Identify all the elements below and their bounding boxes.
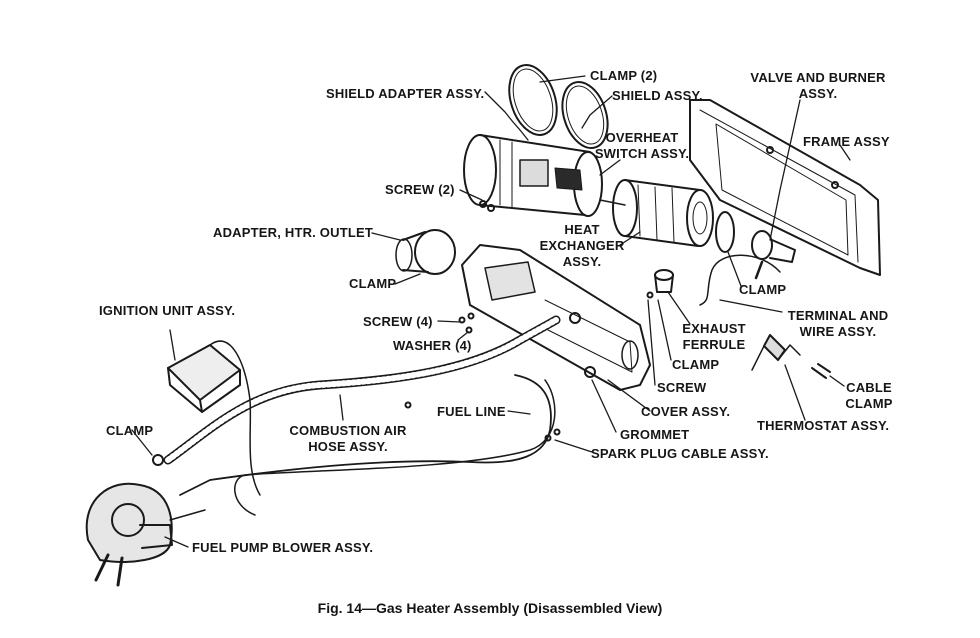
label-screw-2: SCREW (2)	[385, 182, 455, 197]
label-overheat-line1: OVERHEAT	[605, 130, 679, 145]
label-heat-line3: ASSY.	[562, 254, 602, 269]
label-spark-plug-cable-assy: SPARK PLUG CABLE ASSY.	[591, 446, 769, 461]
label-combustion-line2: HOSE ASSY.	[308, 439, 388, 454]
label-exhaust-line2: FERRULE	[682, 337, 746, 352]
label-clamp-right: CLAMP	[739, 282, 787, 297]
label-clamp-adapter: CLAMP	[349, 276, 397, 291]
label-terminal-line1: TERMINAL AND	[787, 308, 889, 323]
label-shield-adapter-assy: SHIELD ADAPTER ASSY.	[326, 86, 485, 101]
label-heat-line1: HEAT	[564, 222, 600, 237]
clamp-rings-part	[508, 64, 609, 149]
combustion-hose-part	[163, 315, 561, 465]
label-ignition-unit-assy: IGNITION UNIT ASSY.	[99, 303, 236, 318]
fuel-pump-blower-part	[85, 482, 206, 587]
cover-assy-part	[461, 244, 651, 391]
label-overheat-switch: OVERHEAT SWITCH ASSY.	[586, 130, 698, 162]
spark-plug-cable-part	[234, 379, 556, 516]
figure-caption: Fig. 14—Gas Heater Assembly (Disassemble…	[317, 600, 663, 616]
label-cable-line1: CABLE	[846, 380, 892, 395]
label-exhaust-line1: EXHAUST	[682, 321, 746, 336]
hardware-bits	[152, 200, 654, 466]
label-adapter-htr-outlet: ADAPTER, HTR. OUTLET	[213, 225, 373, 240]
cable-clamp-part	[811, 363, 831, 379]
exhaust-ferrule-part	[654, 269, 674, 293]
label-clamp-left: CLAMP	[106, 423, 154, 438]
label-terminal-line2: WIRE ASSY.	[799, 324, 877, 339]
label-exhaust-ferrule: EXHAUST FERRULE	[672, 321, 756, 353]
label-cover-assy: COVER ASSY.	[641, 404, 731, 419]
label-shield-assy: SHIELD ASSY.	[612, 88, 703, 103]
label-cable-line2: CLAMP	[845, 396, 893, 411]
label-fuel-pump-blower-assy: FUEL PUMP BLOWER ASSY.	[192, 540, 374, 555]
label-valve-and-burner: VALVE AND BURNER ASSY.	[748, 70, 888, 102]
label-clamp-ferrule: CLAMP	[672, 357, 720, 372]
label-grommet: GROMMET	[620, 427, 690, 442]
label-combustion-air-hose: COMBUSTION AIR HOSE ASSY.	[288, 423, 408, 455]
terminal-wire-part	[699, 254, 781, 306]
label-valve-line2: ASSY.	[798, 86, 838, 101]
label-fuel-line: FUEL LINE	[437, 404, 506, 419]
label-screw-4: SCREW (4)	[363, 314, 433, 329]
label-terminal-and-wire: TERMINAL AND WIRE ASSY.	[782, 308, 894, 340]
valve-burner-part	[751, 230, 796, 280]
label-clamp-2: CLAMP (2)	[590, 68, 658, 83]
label-thermostat-assy: THERMOSTAT ASSY.	[757, 418, 890, 433]
shield-assy-part	[463, 134, 603, 217]
clamp-ring-right	[715, 211, 735, 253]
label-overheat-line2: SWITCH ASSY.	[594, 146, 690, 161]
label-heat-line2: EXCHANGER	[539, 238, 625, 253]
fuel-line-part	[179, 374, 552, 496]
thermostat-part	[751, 334, 801, 371]
label-heat-exchanger: HEAT EXCHANGER ASSY.	[528, 222, 636, 270]
heat-exchanger-part	[599, 179, 714, 247]
label-washer-4: WASHER (4)	[393, 338, 472, 353]
label-frame-assy: FRAME ASSY	[803, 134, 890, 149]
frame-assy-part	[689, 99, 881, 276]
adapter-outlet-part	[395, 229, 456, 275]
ignition-unit-part	[167, 340, 261, 496]
label-screw-cover: SCREW	[657, 380, 707, 395]
label-cable-clamp: CABLE CLAMP	[838, 380, 900, 412]
label-combustion-line1: COMBUSTION AIR	[289, 423, 407, 438]
label-valve-line1: VALVE AND BURNER	[750, 70, 886, 85]
